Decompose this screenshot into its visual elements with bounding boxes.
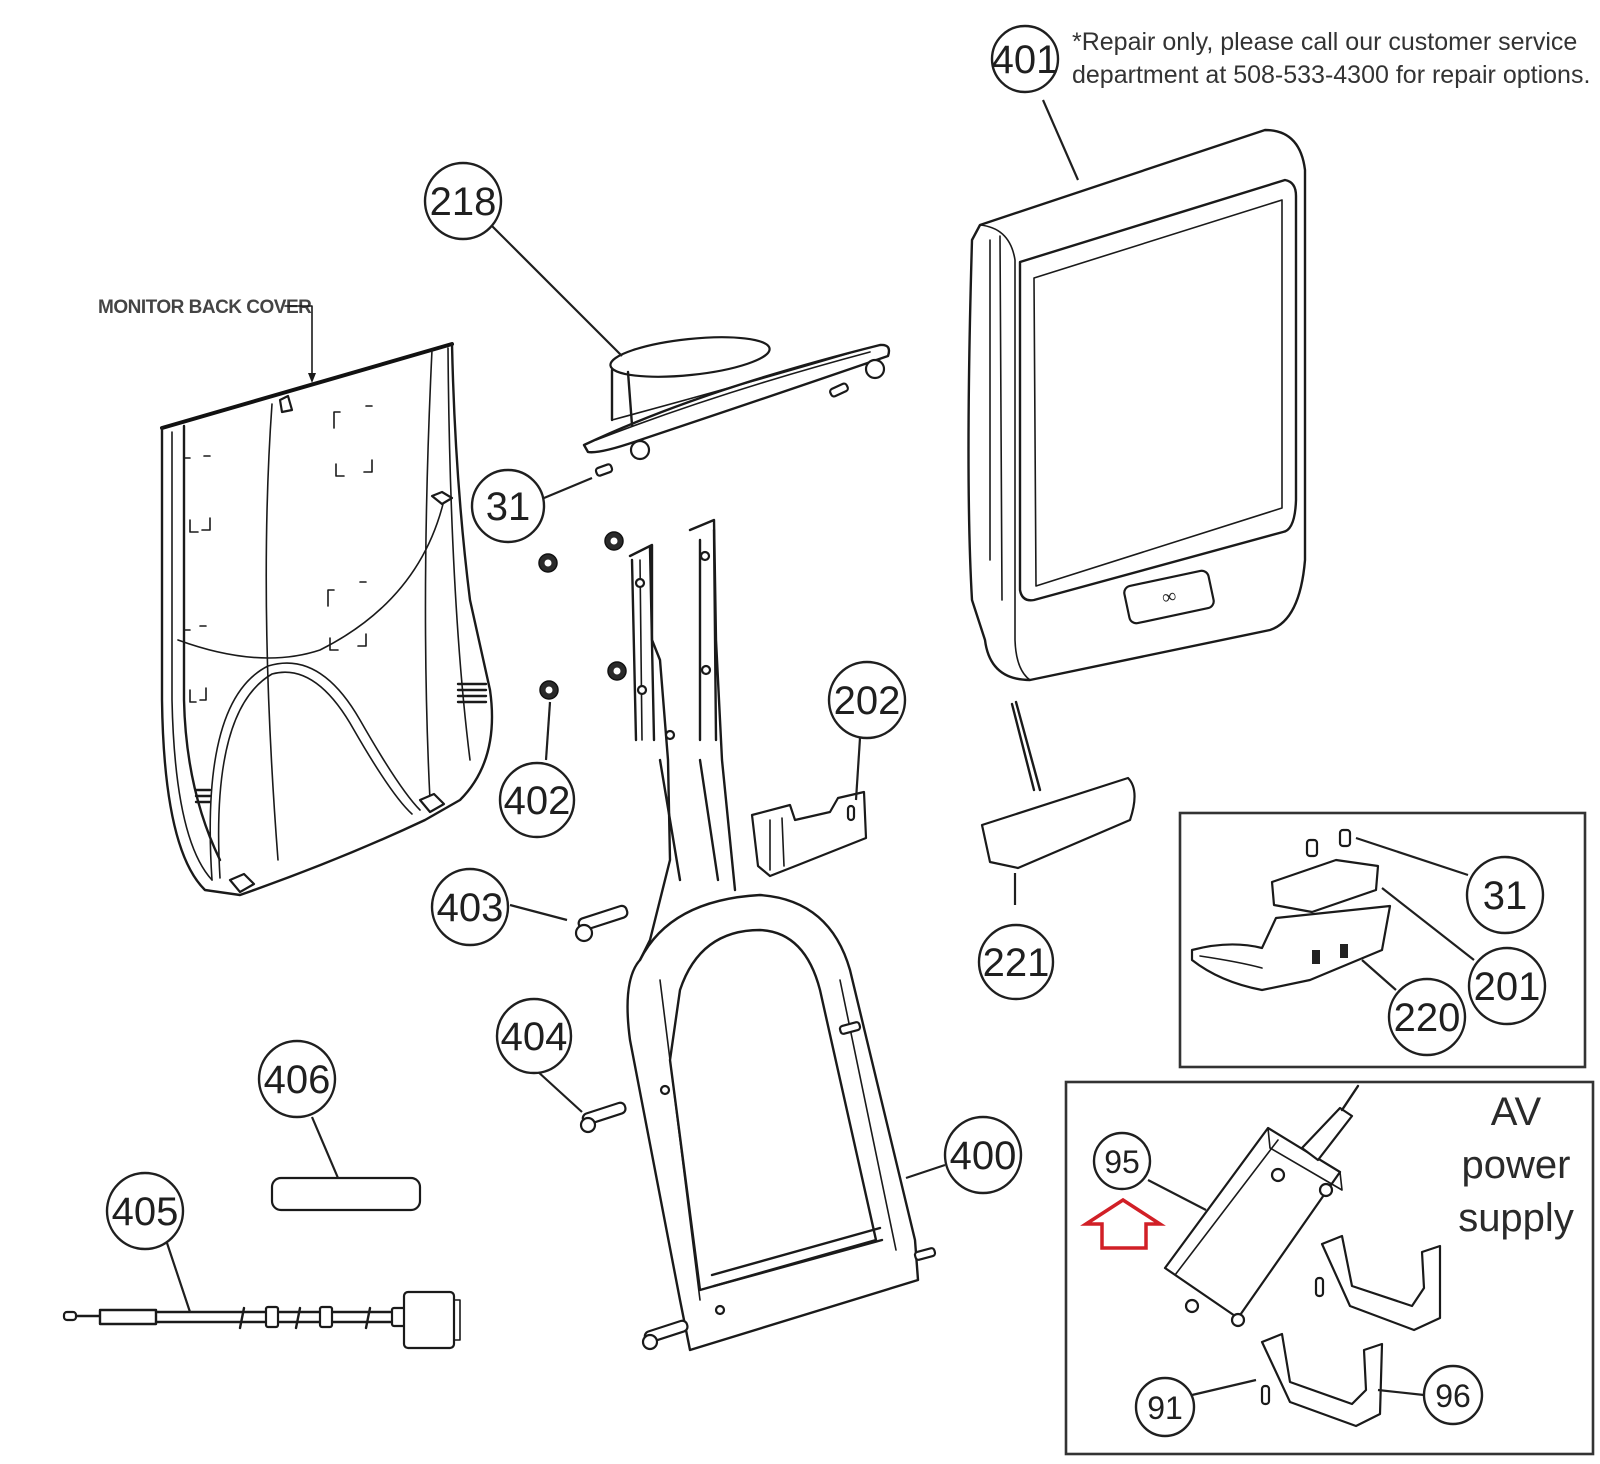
monitor-brand-logo: ∞ [1160, 585, 1179, 609]
callout-401: 401 [990, 24, 1060, 94]
av-label-line-1: AV [1491, 1090, 1542, 1134]
monitor-back-cover-label: MONITOR BACK COVER [98, 297, 316, 383]
part-218-bezel [582, 336, 891, 477]
callout-402: 402 [498, 761, 576, 839]
callout-96: 96 [1422, 1364, 1484, 1426]
monitor-back-cover-part [160, 342, 494, 897]
part-221 [980, 700, 1136, 870]
part-403-bolt [574, 904, 629, 943]
leader-lines [164, 99, 1475, 1397]
callout-404: 404 [495, 997, 573, 1075]
repair-note-line-2: department at 508-533-4300 for repair op… [1072, 61, 1590, 89]
callout-400: 400 [943, 1115, 1023, 1195]
callout-400-text: 400 [950, 1134, 1017, 1178]
callout-402-text: 402 [504, 779, 571, 823]
callout-201: 201 [1467, 946, 1547, 1026]
callout-403-text: 403 [437, 886, 504, 930]
repair-note-line-1: *Repair only, please call our customer s… [1072, 28, 1577, 56]
callout-95-text: 95 [1104, 1144, 1140, 1180]
callout-403: 403 [430, 867, 510, 947]
callout-31: 31 [470, 468, 546, 544]
callout-91-text: 91 [1147, 1390, 1183, 1426]
callout-221-text: 221 [983, 941, 1050, 985]
callout-96-text: 96 [1435, 1378, 1471, 1414]
inset-box-av-power [1064, 1080, 1595, 1456]
callout-220: 220 [1387, 977, 1467, 1057]
frame-bottom-bolt [641, 1319, 689, 1351]
callout-31-inset-text: 31 [1483, 874, 1528, 918]
callout-218: 218 [423, 161, 503, 241]
callout-406-text: 406 [264, 1058, 331, 1102]
inset-box-mount [1178, 811, 1587, 1069]
callout-201-text: 201 [1474, 965, 1541, 1009]
monitor-back-cover-text: MONITOR BACK COVER [98, 297, 312, 318]
av-power-label: AV power supply [1458, 1090, 1574, 1240]
callout-405: 405 [105, 1171, 185, 1251]
callout-31-inset: 31 [1465, 855, 1545, 935]
callout-95: 95 [1092, 1131, 1152, 1191]
callout-406: 406 [257, 1039, 337, 1119]
callout-404-text: 404 [501, 1015, 568, 1059]
callout-202-text: 202 [834, 679, 901, 723]
callout-91: 91 [1134, 1376, 1196, 1438]
part-401-monitor: ∞ [967, 128, 1307, 682]
callout-218-text: 218 [430, 180, 497, 224]
callout-221: 221 [977, 923, 1055, 1001]
callout-401-text: 401 [992, 38, 1059, 82]
part-402-nuts [538, 531, 627, 700]
callout-202: 202 [827, 660, 907, 740]
part-405-cable [62, 1290, 461, 1350]
callout-31-text: 31 [486, 485, 531, 529]
part-91-screws [1260, 1276, 1325, 1406]
av-label-line-3: supply [1458, 1196, 1574, 1240]
leader-arrowhead [308, 373, 316, 383]
callout-220-text: 220 [1394, 996, 1461, 1040]
part-406-strip [270, 1176, 422, 1212]
inset-mount-parts [1190, 828, 1392, 992]
part-202-bracket [750, 790, 868, 878]
part-96-brackets [1260, 1234, 1442, 1428]
av-label-line-2: power [1462, 1143, 1571, 1187]
part-404-bolt [579, 1101, 627, 1134]
highlight-arrow-icon [1080, 1197, 1166, 1250]
repair-note: *Repair only, please call our customer s… [1072, 28, 1590, 89]
callout-405-text: 405 [112, 1190, 179, 1234]
part-95-power-supply [1163, 1084, 1360, 1328]
part-400-frame [626, 518, 937, 1352]
monitor-back-cover-leader [284, 305, 313, 381]
